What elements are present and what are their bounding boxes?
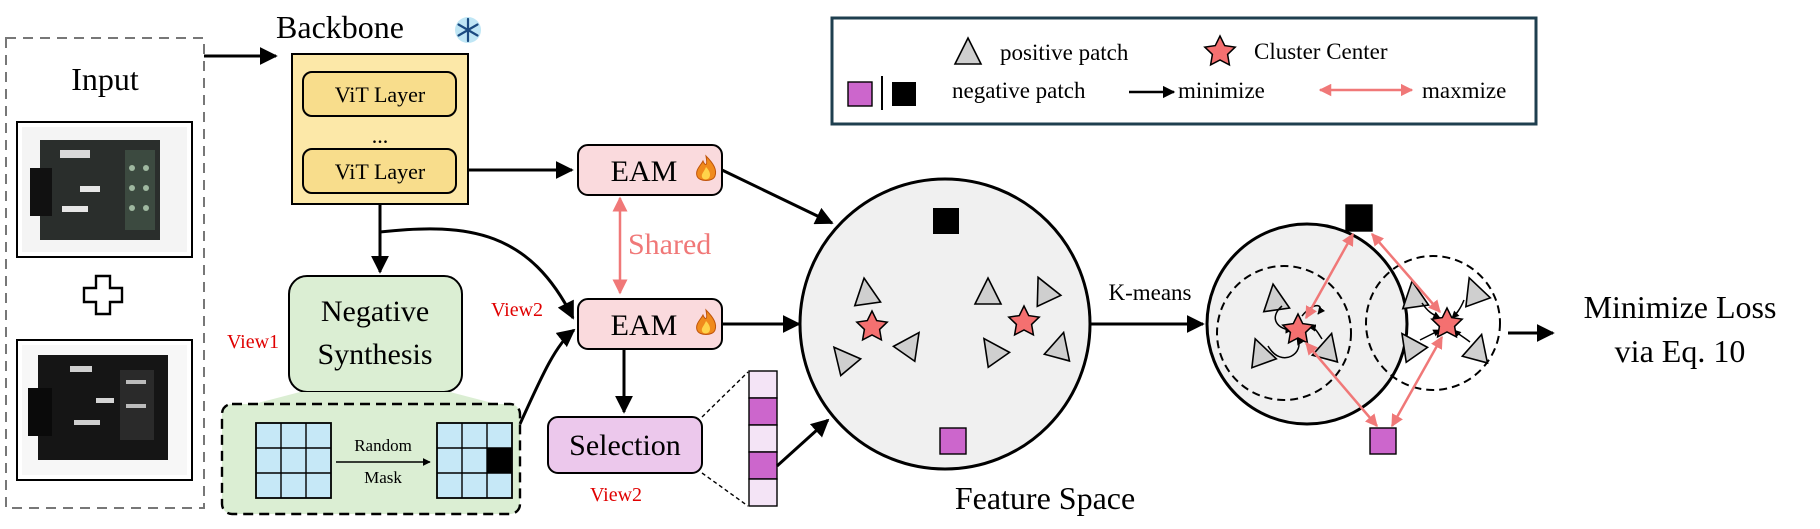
cluster-center-star <box>1281 312 1315 345</box>
legend-cluster-label: Cluster Center <box>1254 39 1388 64</box>
negative-patch-black <box>1345 204 1373 232</box>
legend-cluster-icon <box>1203 34 1237 67</box>
arrow-backbone-to-eam-bottom <box>379 227 575 320</box>
negative-synthesis-line2: Synthesis <box>317 338 432 371</box>
clustered-feature-space <box>1205 204 1501 455</box>
loss-line2: via Eq. 10 <box>1615 333 1746 369</box>
legend: positive patch Cluster Center negative p… <box>830 16 1538 126</box>
arrow-minimize <box>1267 337 1304 359</box>
selection-label: Selection <box>569 429 681 462</box>
backbone-title: Backbone <box>276 9 404 45</box>
legend-minimize-label: minimize <box>1178 78 1265 103</box>
eam-top: EAM <box>577 144 723 196</box>
feature-space-label: Feature Space <box>955 480 1135 516</box>
patch-grid-masked <box>436 422 513 499</box>
legend-box <box>830 16 1538 126</box>
plus-icon <box>82 274 124 316</box>
flame-icon <box>696 308 717 335</box>
selected-token-column <box>701 370 778 507</box>
arrow-maximize <box>1305 342 1378 427</box>
legend-negative-black-icon <box>892 82 916 106</box>
negative-synthesis-line1: Negative <box>321 295 429 328</box>
arrow-maximize <box>1304 232 1355 320</box>
input-image-2 <box>16 339 193 481</box>
snowflake-icon <box>455 17 481 43</box>
patch-grid-original <box>255 422 332 499</box>
legend-maximize-label: maxmize <box>1422 78 1506 103</box>
cluster-center-star <box>1007 304 1041 337</box>
negative-synthesis-box <box>288 275 463 393</box>
view2-label: View2 <box>491 299 543 321</box>
vit-layer-ellipsis: ... <box>372 123 389 148</box>
negsyn-callout <box>250 392 500 405</box>
selection-view2-label: View2 <box>590 484 642 506</box>
input-dashed-border <box>5 37 205 509</box>
cluster-center-star <box>1430 306 1464 339</box>
negative-patch-black <box>933 208 959 234</box>
arrow-selection-to-feature-space <box>775 418 830 468</box>
negative-patch-pink <box>1369 427 1397 455</box>
eam-top-label: EAM <box>611 155 678 188</box>
input-image-1 <box>16 121 193 258</box>
input-panel: Input <box>5 37 205 509</box>
arrow-eam-top-to-feature-space <box>721 168 834 225</box>
legend-positive-label: positive patch <box>1000 40 1129 65</box>
vit-layer-2 <box>302 148 457 194</box>
cluster-boundary-left <box>1216 265 1352 401</box>
mask-label: Mask <box>364 468 402 487</box>
negative-patch-pink <box>939 427 967 455</box>
selection-box <box>547 416 703 474</box>
positive-patch <box>1456 272 1492 308</box>
cluster-center-star <box>855 309 889 342</box>
kmeans-label: K-means <box>1108 280 1191 305</box>
random-label: Random <box>354 436 412 455</box>
backbone-block: Backbone ViT Layer ... ViT Layer <box>276 9 481 205</box>
flame-icon <box>696 154 717 181</box>
feature-space: Feature Space <box>798 177 1135 516</box>
arrow-minimize <box>1419 329 1441 341</box>
selection-block: Selection View2 <box>547 416 703 506</box>
legend-negative-pink-icon <box>847 81 873 107</box>
arrow-minimize <box>1451 299 1465 319</box>
negative-synthesis-block: Negative Synthesis View1 Random Mask <box>220 275 522 516</box>
vit-layer-1 <box>302 71 457 117</box>
input-title: Input <box>71 61 139 97</box>
loss-line1: Minimize Loss <box>1584 289 1777 325</box>
arrow-maximize <box>1371 233 1441 313</box>
vit-layer-1-label: ViT Layer <box>335 82 426 107</box>
eam-bottom-label: EAM <box>611 309 678 342</box>
positive-patch <box>1461 330 1495 364</box>
arrow-negsyn-to-eam-bottom <box>518 328 576 425</box>
eam-bottom: EAM <box>577 298 723 350</box>
shared-label: Shared <box>628 228 711 261</box>
arrow-maximize <box>1390 335 1444 428</box>
legend-negative-label: negative patch <box>952 78 1086 103</box>
vit-layer-2-label: ViT Layer <box>335 159 426 184</box>
view1-label: View1 <box>227 331 279 353</box>
